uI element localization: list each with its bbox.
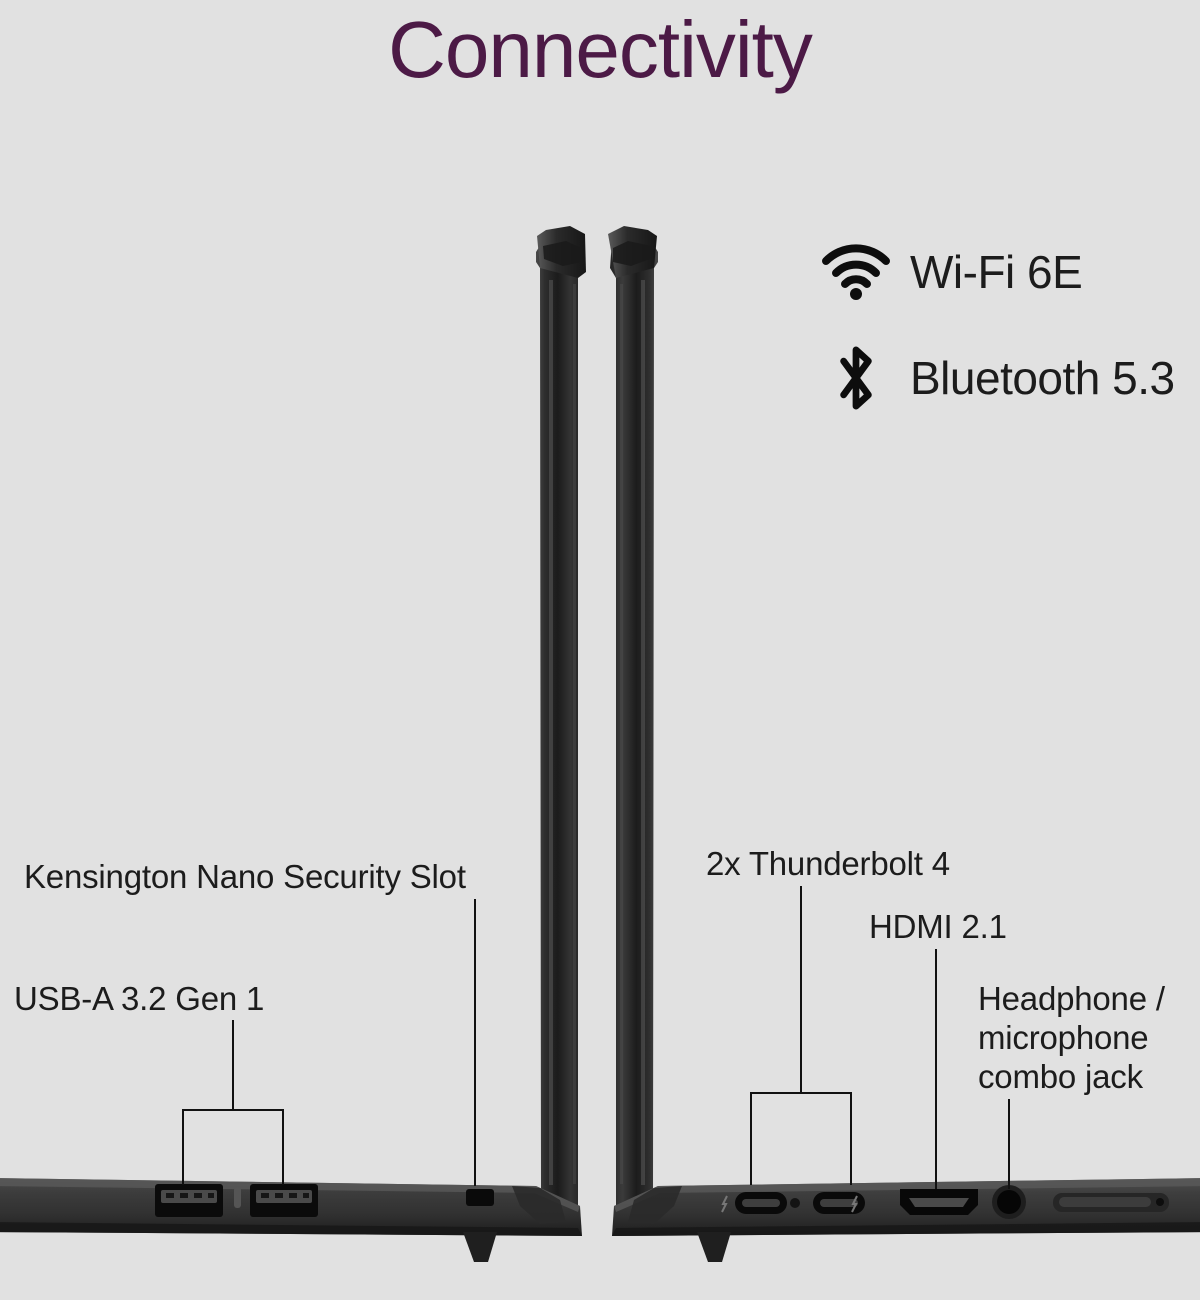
hdmi-port <box>900 1189 978 1215</box>
wireless-feature-list: Wi-Fi 6E Bluetooth 5.3 <box>820 232 1200 418</box>
leader-stem-thunderbolt <box>800 886 802 993</box>
thunderbolt-port-2 <box>813 1192 865 1214</box>
wireless-feature-wifi: Wi-Fi 6E <box>820 232 1200 312</box>
wireless-feature-bluetooth: Bluetooth 5.3 <box>820 338 1200 418</box>
bluetooth-icon <box>820 342 892 414</box>
leader-leg-usb-a-1 <box>182 1109 184 1185</box>
status-indicator <box>234 1187 241 1208</box>
wireless-feature-bluetooth-label: Bluetooth 5.3 <box>910 352 1175 404</box>
callout-label-audio-jack-line2: microphone <box>978 1018 1149 1056</box>
leader-leg-thunderbolt-2 <box>850 1092 852 1185</box>
usb-a-port-1 <box>155 1184 223 1217</box>
vent-slot <box>1053 1193 1169 1212</box>
audio-jack-port <box>992 1185 1026 1219</box>
laptop-left-profile <box>0 226 586 1262</box>
thunderbolt-port-1 <box>735 1192 787 1214</box>
callout-label-audio-jack: Headphone / microphone combo jack <box>978 980 1193 1097</box>
page-title: Connectivity <box>388 5 813 94</box>
leader-line-hdmi <box>935 949 937 1189</box>
callout-label-usb-a: USB-A 3.2 Gen 1 <box>14 980 265 1017</box>
callout-label-thunderbolt: 2x Thunderbolt 4 <box>706 845 950 882</box>
thunderbolt-glyph-1 <box>721 1195 728 1213</box>
leader-line-kensington <box>474 899 476 1186</box>
kensington-lock-slot <box>466 1189 494 1206</box>
callout-label-audio-jack-line3: combo jack <box>978 1057 1143 1095</box>
leader-stem-usb-a <box>232 1020 234 1110</box>
leader-leg-thunderbolt-1 <box>750 1092 752 1185</box>
callout-label-audio-jack-line1: Headphone / <box>978 980 1165 1017</box>
leader-stem-thunderbolt-lower <box>800 993 802 1092</box>
led-indicator <box>790 1198 800 1208</box>
leader-bracket-usb-a <box>182 1109 284 1111</box>
leader-bracket-thunderbolt <box>750 1092 852 1094</box>
leader-line-audio-jack <box>1008 1099 1010 1189</box>
callout-label-hdmi: HDMI 2.1 <box>869 908 1007 945</box>
leader-leg-usb-a-2 <box>282 1109 284 1185</box>
wifi-icon <box>820 236 892 308</box>
thunderbolt-glyph-2 <box>851 1195 858 1213</box>
usb-a-port-2 <box>250 1184 318 1217</box>
callout-label-kensington: Kensington Nano Security Slot <box>24 858 466 895</box>
wireless-feature-wifi-label: Wi-Fi 6E <box>910 246 1083 298</box>
